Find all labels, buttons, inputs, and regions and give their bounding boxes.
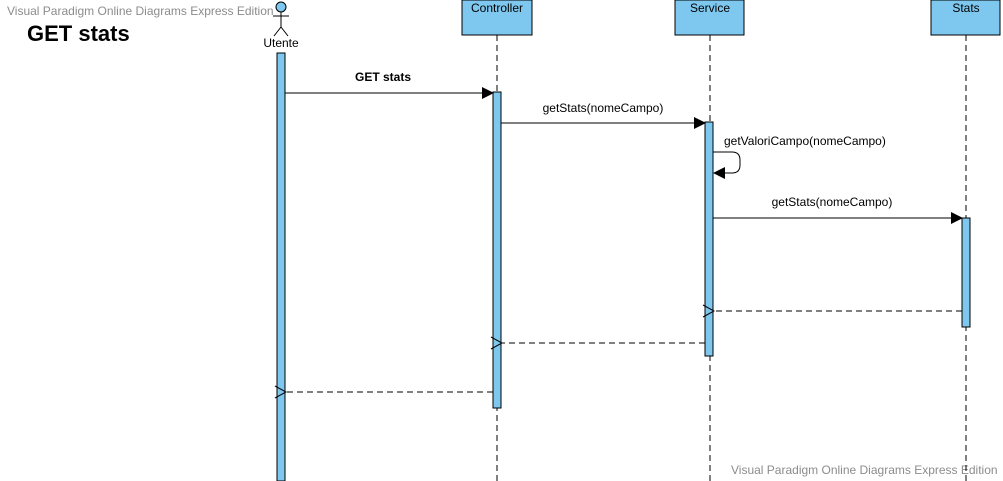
activation-controller[interactable] (492, 91, 502, 409)
message-getvaloricampo[interactable]: getValoriCampo(nomeCampo) (713, 134, 886, 179)
diagram-title: GET stats (27, 21, 130, 46)
actor-utente[interactable]: Utente (263, 1, 299, 50)
activation-utente[interactable] (276, 52, 286, 481)
actor-head (275, 1, 287, 13)
participant-controller[interactable]: Controller (461, 0, 533, 36)
message-getstats-stats[interactable]: getStats(nomeCampo) (713, 195, 963, 224)
activation-service[interactable] (704, 121, 714, 357)
actor-leg-left (273, 26, 282, 37)
participant-service[interactable]: Service (674, 0, 745, 36)
message-getstats-service[interactable]: getStats(nomeCampo) (501, 101, 706, 129)
message-getvaloricampo-label: getValoriCampo(nomeCampo) (724, 134, 886, 148)
activation-stats[interactable] (961, 217, 971, 328)
participant-controller-label: Controller (471, 1, 523, 15)
participant-stats[interactable]: Stats (930, 0, 1001, 36)
participant-stats-label: Stats (952, 1, 979, 15)
watermark-top: Visual Paradigm Online Diagrams Express … (7, 4, 274, 18)
actor-label: Utente (263, 36, 299, 50)
actor-leg-right (280, 26, 289, 37)
watermark-bottom: Visual Paradigm Online Diagrams Express … (731, 463, 998, 477)
message-get-stats-label: GET stats (355, 70, 411, 84)
message-get-stats[interactable]: GET stats (285, 70, 494, 99)
participant-service-label: Service (690, 1, 730, 15)
message-getstats-service-label: getStats(nomeCampo) (543, 101, 664, 115)
message-getstats-stats-label: getStats(nomeCampo) (772, 195, 893, 209)
